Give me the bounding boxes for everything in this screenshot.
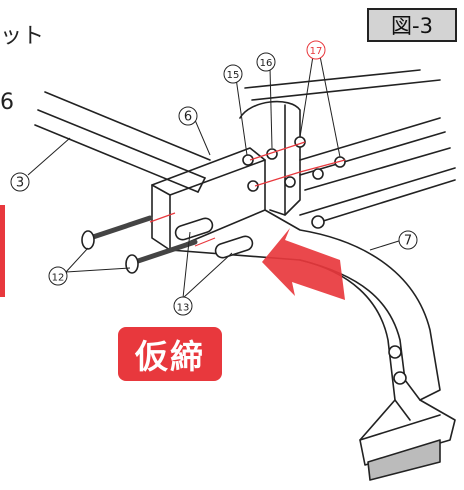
cropped-text-mid: 6 — [0, 90, 14, 115]
washer-15a — [242, 154, 254, 166]
crossbar — [44, 91, 211, 161]
cropped-red-bar — [0, 205, 5, 297]
callout-15: 15 — [227, 70, 240, 81]
callout-6: 6 — [184, 110, 192, 125]
callout-16: 16 — [260, 58, 273, 69]
callout-7: 7 — [404, 234, 412, 249]
rear-rail — [244, 69, 421, 89]
washer-16b — [284, 176, 296, 188]
bolt-upper — [81, 215, 153, 250]
temporary-tighten-stamp: 仮締 — [118, 327, 222, 381]
callout-13: 13 — [177, 303, 190, 314]
callout-17: 17 — [310, 46, 323, 57]
upper-clamp — [239, 100, 301, 216]
direction-arrow — [262, 228, 345, 300]
cropped-text-top: ット — [0, 24, 45, 49]
bolt-lower — [125, 239, 198, 274]
spacer-upper — [174, 217, 214, 241]
clamp-arm — [169, 209, 441, 401]
callout-12: 12 — [52, 273, 65, 284]
washer-15b — [247, 180, 259, 192]
callout-3: 3 — [16, 176, 24, 191]
figure-label: 図-3 — [367, 8, 457, 42]
spacer-lower — [214, 235, 254, 259]
